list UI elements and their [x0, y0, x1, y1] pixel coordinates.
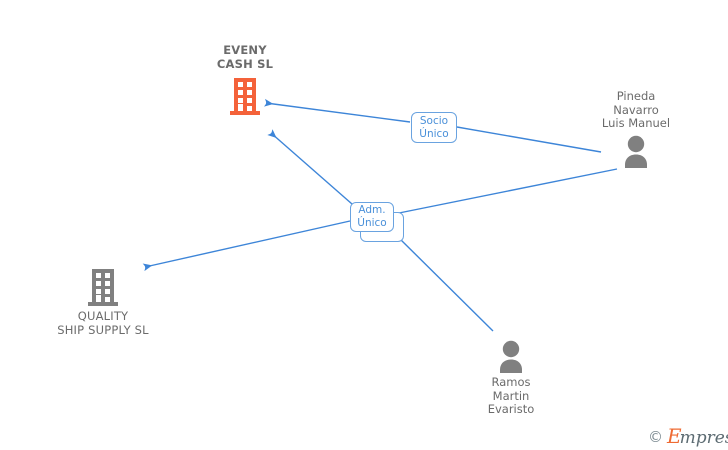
- edge-adm-unico-to-ramos: [398, 237, 494, 332]
- person-node-ramos-martin-evaristo[interactable]: Ramos Martin Evaristo: [421, 339, 601, 417]
- edge-adm-unico-to-pineda: [393, 168, 618, 215]
- relation-box-adm-unico[interactable]: Adm. Único: [350, 202, 394, 232]
- building-icon: [88, 269, 118, 306]
- company-node-eveny-cash[interactable]: EVENY CASH SL: [155, 43, 335, 115]
- edge-adm-unico-to-quality: [142, 220, 351, 272]
- person-icon: [500, 340, 522, 373]
- company-label-eveny-cash: EVENY CASH SL: [216, 43, 274, 71]
- relation-box-socio-unico[interactable]: Socio Único: [411, 112, 457, 143]
- person-label-ramos-martin-evaristo: Ramos Martin Evaristo: [487, 375, 535, 416]
- edge-adm-unico-to-eveny: [267, 129, 353, 205]
- building-icon: [230, 78, 260, 115]
- watermark-brand-name: mpresia: [679, 428, 728, 448]
- watermark-brand-initial: E: [667, 424, 682, 448]
- copyright-icon: ©: [648, 428, 663, 446]
- person-icon: [625, 135, 647, 168]
- person-label-pineda-navarro-luis-manuel: Pineda Navarro Luis Manuel: [601, 89, 671, 130]
- company-label-quality-ship-supply: QUALITY SHIP SUPPLY SL: [57, 309, 149, 337]
- person-node-pineda-navarro-luis-manuel[interactable]: Pineda Navarro Luis Manuel: [546, 89, 726, 168]
- watermark-empresia: © Empresia: [648, 424, 728, 448]
- company-node-quality-ship-supply[interactable]: QUALITY SHIP SUPPLY SL: [13, 266, 193, 337]
